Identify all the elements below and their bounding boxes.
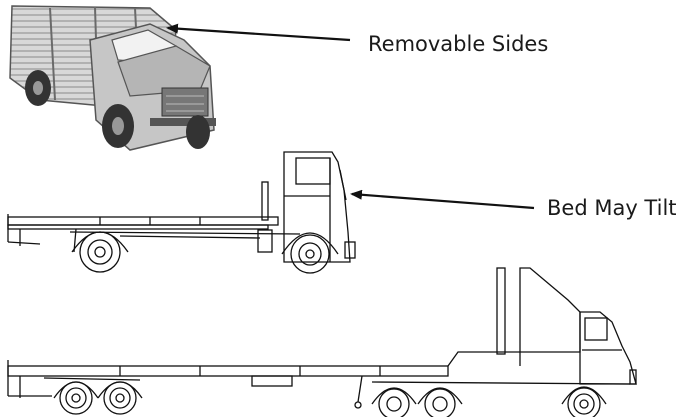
removable-sides-label: Removable Sides xyxy=(368,32,549,56)
bed-may-tilt-arrow xyxy=(350,189,535,210)
flatbed-truck-illustration xyxy=(7,151,356,274)
flatbed-semi-trailer-illustration xyxy=(7,267,637,417)
stake-truck-illustration xyxy=(9,5,216,151)
removable-sides-arrow xyxy=(166,23,351,42)
bed-may-tilt-label: Bed May Tilt xyxy=(547,196,677,220)
